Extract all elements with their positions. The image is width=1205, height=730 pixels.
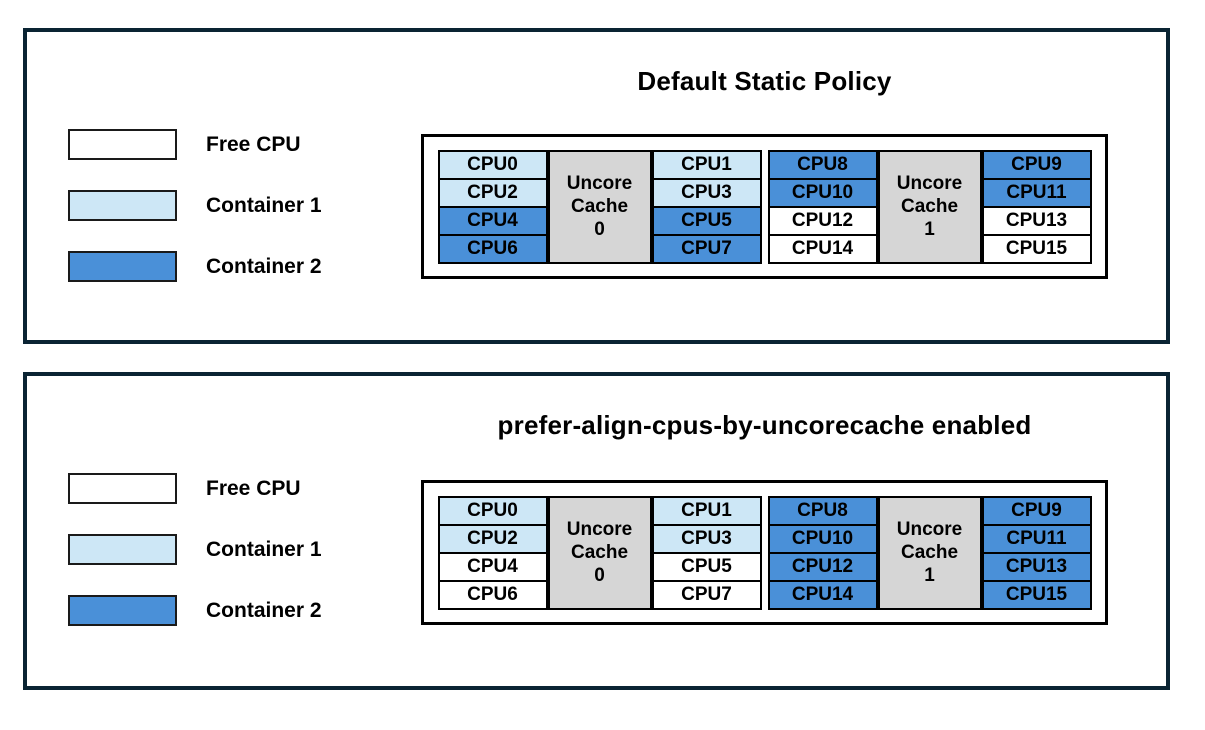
uncore-cache-label-line: 0: [594, 219, 605, 241]
cpu-cell: CPU4: [437, 205, 548, 236]
cpu-column-right: CPU9 CPU11 CPU13 CPU15: [981, 149, 1092, 264]
policy-panel-default: Default Static Policy Free CPU Container…: [23, 28, 1170, 344]
cpu-cell: CPU0: [437, 149, 548, 180]
cpu-cell: CPU1: [651, 149, 762, 180]
cpu-cell: CPU7: [651, 579, 762, 610]
legend-item: Container 1: [68, 534, 322, 565]
cpu-cell: CPU6: [437, 233, 548, 264]
uncore-cache-label-line: Uncore: [896, 172, 963, 194]
legend-label: Free CPU: [206, 477, 301, 500]
uncore-cache-label-line: Cache: [570, 195, 629, 217]
legend-label: Free CPU: [206, 133, 301, 156]
legend-label: Container 2: [206, 599, 322, 622]
cpu-cell: CPU2: [437, 523, 548, 554]
cpu-cell: CPU2: [437, 177, 548, 208]
legend-swatch: [68, 129, 177, 160]
uncore-cache-label-line: Uncore: [896, 518, 963, 540]
cpu-cell: CPU10: [767, 523, 878, 554]
cpu-cell: CPU15: [981, 579, 1092, 610]
cpu-topology-diagram: CPU0 CPU2 CPU4 CPU6 Uncore Cache 0 CPU1 …: [421, 480, 1108, 625]
uncore-cache-label-line: 0: [594, 565, 605, 587]
legend-label: Container 1: [206, 194, 322, 217]
cpu-column-left: CPU0 CPU2 CPU4 CPU6: [437, 495, 548, 610]
cpu-topology-diagram: CPU0 CPU2 CPU4 CPU6 Uncore Cache 0 CPU1 …: [421, 134, 1108, 279]
legend-label: Container 1: [206, 538, 322, 561]
cpu-cell: CPU13: [981, 205, 1092, 236]
uncore-cache-label-line: Cache: [900, 195, 959, 217]
cpu-cell: CPU15: [981, 233, 1092, 264]
panel-title: prefer-align-cpus-by-uncorecache enabled: [497, 410, 1032, 440]
cpu-column-right: CPU1 CPU3 CPU5 CPU7: [651, 495, 762, 610]
legend: Free CPU Container 1 Container 2: [68, 129, 322, 312]
cpu-cell: CPU0: [437, 495, 548, 526]
uncore-cache-label-line: 1: [924, 219, 935, 241]
cpu-column-right: CPU1 CPU3 CPU5 CPU7: [651, 149, 762, 264]
legend-label: Container 2: [206, 255, 322, 278]
legend: Free CPU Container 1 Container 2: [68, 473, 322, 656]
cpu-cell: CPU6: [437, 579, 548, 610]
cpu-cell: CPU3: [651, 523, 762, 554]
cpu-cell: CPU9: [981, 495, 1092, 526]
uncore-cache-block: Uncore Cache 1: [877, 149, 982, 264]
uncore-cache-label-line: Cache: [900, 541, 959, 563]
cpu-cell: CPU10: [767, 177, 878, 208]
legend-swatch: [68, 251, 177, 282]
cpu-cell: CPU11: [981, 523, 1092, 554]
cpu-cell: CPU12: [767, 205, 878, 236]
cpu-cell: CPU11: [981, 177, 1092, 208]
legend-swatch: [68, 534, 177, 565]
legend-swatch: [68, 595, 177, 626]
legend-item: Free CPU: [68, 129, 322, 160]
uncore-cache-label-line: 1: [924, 565, 935, 587]
cpu-cell: CPU8: [767, 495, 878, 526]
cpu-cell: CPU4: [437, 551, 548, 582]
cpu-column-left: CPU0 CPU2 CPU4 CPU6: [437, 149, 548, 264]
cpu-cell: CPU5: [651, 551, 762, 582]
uncore-cache-label-line: Uncore: [566, 172, 633, 194]
cpu-column-left: CPU8 CPU10 CPU12 CPU14: [767, 495, 878, 610]
uncore-cache-block: Uncore Cache 0: [547, 149, 652, 264]
policy-panel-uncorecache-enabled: prefer-align-cpus-by-uncorecache enabled…: [23, 372, 1170, 690]
legend-swatch: [68, 190, 177, 221]
legend-item: Container 1: [68, 190, 322, 221]
cpu-cell: CPU9: [981, 149, 1092, 180]
uncore-cache-group: CPU0 CPU2 CPU4 CPU6 Uncore Cache 0 CPU1 …: [437, 495, 762, 610]
legend-swatch: [68, 473, 177, 504]
uncore-cache-block: Uncore Cache 1: [877, 495, 982, 610]
legend-item: Container 2: [68, 595, 322, 626]
legend-item: Free CPU: [68, 473, 322, 504]
legend-item: Container 2: [68, 251, 322, 282]
uncore-cache-group: CPU8 CPU10 CPU12 CPU14 Uncore Cache 1 CP…: [767, 495, 1092, 610]
cpu-cell: CPU5: [651, 205, 762, 236]
cpu-cell: CPU13: [981, 551, 1092, 582]
uncore-cache-label-line: Uncore: [566, 518, 633, 540]
cpu-cell: CPU1: [651, 495, 762, 526]
uncore-cache-group: CPU8 CPU10 CPU12 CPU14 Uncore Cache 1 CP…: [767, 149, 1092, 264]
cpu-cell: CPU3: [651, 177, 762, 208]
cpu-cell: CPU12: [767, 551, 878, 582]
uncore-cache-group: CPU0 CPU2 CPU4 CPU6 Uncore Cache 0 CPU1 …: [437, 149, 762, 264]
cpu-cell: CPU14: [767, 579, 878, 610]
cpu-cell: CPU8: [767, 149, 878, 180]
cpu-cell: CPU7: [651, 233, 762, 264]
cpu-column-left: CPU8 CPU10 CPU12 CPU14: [767, 149, 878, 264]
cpu-cell: CPU14: [767, 233, 878, 264]
uncore-cache-block: Uncore Cache 0: [547, 495, 652, 610]
uncore-cache-label-line: Cache: [570, 541, 629, 563]
panel-title: Default Static Policy: [637, 66, 892, 96]
cpu-column-right: CPU9 CPU11 CPU13 CPU15: [981, 495, 1092, 610]
